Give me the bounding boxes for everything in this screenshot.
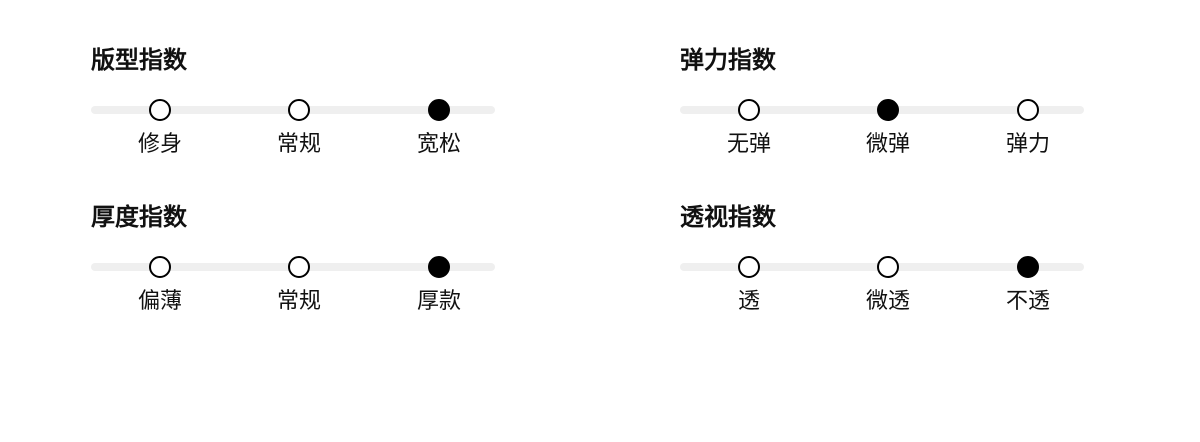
transparency-option-opaque-label: 不透 [1005,289,1050,314]
fit-option-slim[interactable]: 修身 [120,45,200,175]
thickness-option-thick-label: 厚款 [416,289,461,314]
transparency-option-slightly-sheer-label: 微透 [865,289,910,314]
elasticity-index: 弹力指数 无弹 微弹 弹力 [680,45,1090,175]
thickness-index: 厚度指数 偏薄 常规 厚款 [91,202,501,332]
fit-option-loose-label: 宽松 [416,132,461,157]
thickness-option-regular-label: 常规 [276,289,321,314]
thickness-option-thin[interactable]: 偏薄 [120,202,200,332]
transparency-option-opaque-radio[interactable] [1017,256,1039,278]
thickness-option-thick[interactable]: 厚款 [399,202,479,332]
elasticity-option-none[interactable]: 无弹 [709,45,789,175]
transparency-option-slightly-sheer[interactable]: 微透 [848,202,928,332]
thickness-option-thin-label: 偏薄 [137,289,182,314]
thickness-index-title: 厚度指数 [91,203,187,231]
elasticity-option-slight-radio[interactable] [877,99,899,121]
elasticity-option-stretch-radio[interactable] [1017,99,1039,121]
transparency-index: 透视指数 透 微透 不透 [680,202,1090,332]
thickness-option-thin-radio[interactable] [149,256,171,278]
thickness-option-regular[interactable]: 常规 [259,202,339,332]
elasticity-option-stretch-label: 弹力 [1005,132,1050,157]
elasticity-option-slight-label: 微弹 [865,132,910,157]
fit-option-regular-label: 常规 [276,132,321,157]
fit-index: 版型指数 修身 常规 宽松 [91,45,501,175]
elasticity-option-none-radio[interactable] [738,99,760,121]
transparency-index-title: 透视指数 [680,203,776,231]
fit-index-title: 版型指数 [91,46,187,74]
transparency-option-sheer-label: 透 [737,289,760,314]
fit-option-regular-radio[interactable] [288,99,310,121]
elasticity-option-none-label: 无弹 [726,132,771,157]
transparency-option-slightly-sheer-radio[interactable] [877,256,899,278]
fit-option-loose[interactable]: 宽松 [399,45,479,175]
fit-option-regular[interactable]: 常规 [259,45,339,175]
transparency-option-sheer[interactable]: 透 [709,202,789,332]
thickness-option-thick-radio[interactable] [428,256,450,278]
transparency-option-sheer-radio[interactable] [738,256,760,278]
fit-option-slim-radio[interactable] [149,99,171,121]
elasticity-option-slight[interactable]: 微弹 [848,45,928,175]
elasticity-index-title: 弹力指数 [680,46,776,74]
thickness-option-regular-radio[interactable] [288,256,310,278]
fit-option-slim-label: 修身 [137,132,182,157]
elasticity-option-stretch[interactable]: 弹力 [988,45,1068,175]
transparency-option-opaque[interactable]: 不透 [988,202,1068,332]
fit-option-loose-radio[interactable] [428,99,450,121]
